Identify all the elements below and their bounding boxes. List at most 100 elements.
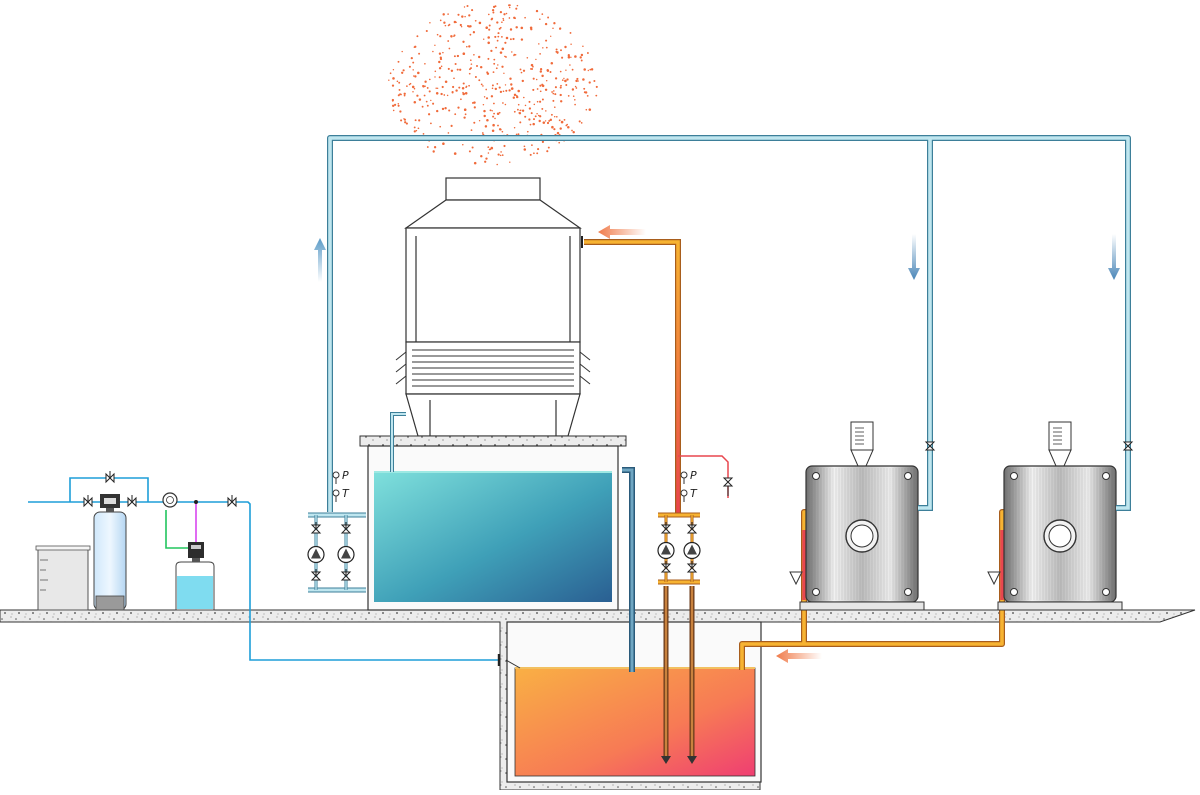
- vapor-particle: [413, 87, 416, 90]
- vapor-particle: [515, 133, 518, 136]
- vapor-particle: [471, 9, 474, 12]
- vapor-particle: [588, 108, 592, 111]
- vapor-particle: [536, 113, 538, 115]
- vapor-particle: [554, 106, 556, 108]
- vapor-particle: [473, 106, 476, 109]
- vapor-particle: [491, 8, 495, 12]
- measuring-beaker: [35, 545, 91, 611]
- vapor-particle: [511, 51, 513, 53]
- vapor-particle: [532, 77, 535, 80]
- vapor-particle: [537, 148, 540, 151]
- vapor-particle: [464, 92, 468, 95]
- vapor-particle: [504, 41, 507, 44]
- vapor-particle: [499, 154, 502, 157]
- vapor-particle: [588, 81, 591, 84]
- vapor-particle: [418, 52, 421, 55]
- supply-pressure-gauge: P: [680, 469, 697, 484]
- vapor-particle: [440, 65, 443, 68]
- vapor-particle: [520, 71, 523, 74]
- vapor-particle: [565, 69, 567, 71]
- vapor-particle: [522, 69, 526, 72]
- vapor-particle: [552, 27, 554, 29]
- vapor-particle: [496, 163, 498, 166]
- vapor-particle: [450, 124, 453, 127]
- vapor-particle: [574, 85, 577, 88]
- vapor-particle: [397, 104, 400, 107]
- vapor-particle: [444, 24, 447, 27]
- vapor-particle: [505, 36, 509, 40]
- vapor-particle: [400, 93, 402, 96]
- vapor-particle: [541, 83, 544, 86]
- vapor-particle: [486, 71, 489, 74]
- vapor-particle: [501, 130, 504, 133]
- vapor-particle: [455, 89, 458, 92]
- vapor-particle: [533, 103, 536, 106]
- vapor-particle: [453, 152, 457, 155]
- vapor-particle: [539, 84, 542, 87]
- vapor-particle: [434, 76, 436, 78]
- vapor-particle: [464, 15, 466, 18]
- vapor-particle: [539, 53, 541, 55]
- vapor-particle: [409, 82, 412, 85]
- vapor-particle: [544, 88, 548, 92]
- vapor-particle: [517, 133, 520, 136]
- vapor-particle: [571, 68, 574, 71]
- vapor-particle: [541, 74, 544, 78]
- vapor-particle: [496, 112, 500, 115]
- vapor-particle: [578, 120, 581, 123]
- pump-impeller: [341, 548, 351, 559]
- vapor-particle: [477, 55, 481, 59]
- vapor-particle: [461, 15, 464, 18]
- vapor-particle: [462, 144, 464, 146]
- return-temperature-label: T: [342, 487, 350, 500]
- vapor-particle: [438, 52, 442, 55]
- hx-base: [997, 601, 1123, 611]
- vapor-particle: [434, 70, 437, 73]
- vapor-particle: [515, 7, 518, 10]
- vapor-particle: [541, 98, 544, 101]
- vapor-particle: [463, 116, 466, 119]
- hx-inlet-funnel: [789, 571, 803, 586]
- vapor-particle: [574, 103, 576, 106]
- vapor-particle: [470, 63, 473, 65]
- vapor-particle: [432, 102, 435, 105]
- vapor-particle: [532, 88, 535, 91]
- vapor-particle: [500, 151, 502, 153]
- vapor-particle: [528, 107, 532, 110]
- vapor-particle: [582, 78, 585, 81]
- vapor-particle: [457, 106, 460, 109]
- vapor-particle: [516, 4, 519, 7]
- vapor-particle: [535, 78, 538, 81]
- vapor-particle: [499, 90, 503, 94]
- vapor-particle: [486, 119, 489, 122]
- vapor-particle: [389, 72, 392, 75]
- vapor-particle: [517, 89, 520, 93]
- vapor-particle: [533, 118, 535, 121]
- vapor-particle: [571, 88, 575, 91]
- vapor-particle: [470, 129, 473, 131]
- vapor-particle: [587, 69, 589, 72]
- cold-water-return-loop: [327, 135, 1131, 512]
- vapor-particle: [580, 122, 583, 124]
- vapor-particle: [406, 85, 408, 87]
- vapor-particle: [541, 107, 544, 110]
- vapor-particle: [521, 109, 525, 112]
- vapor-particle: [405, 122, 408, 125]
- vapor-particle: [544, 22, 548, 26]
- vapor-particle: [421, 105, 424, 108]
- vapor-particle: [535, 58, 537, 61]
- vapor-particle: [480, 83, 483, 86]
- vapor-particle: [559, 86, 562, 89]
- vapor-particle: [494, 117, 496, 120]
- vapor-particle: [574, 99, 576, 101]
- vapor-particle: [481, 132, 484, 134]
- vapor-particle: [435, 92, 439, 95]
- hx-center-port-inner: [1048, 524, 1072, 548]
- vapor-particle: [408, 65, 411, 68]
- vapor-particle: [447, 67, 450, 70]
- vapor-particle: [468, 84, 470, 87]
- vapor-particle: [523, 145, 526, 148]
- vapor-particle: [444, 107, 447, 110]
- vapor-particle: [447, 13, 449, 15]
- vapor-particle: [580, 59, 583, 62]
